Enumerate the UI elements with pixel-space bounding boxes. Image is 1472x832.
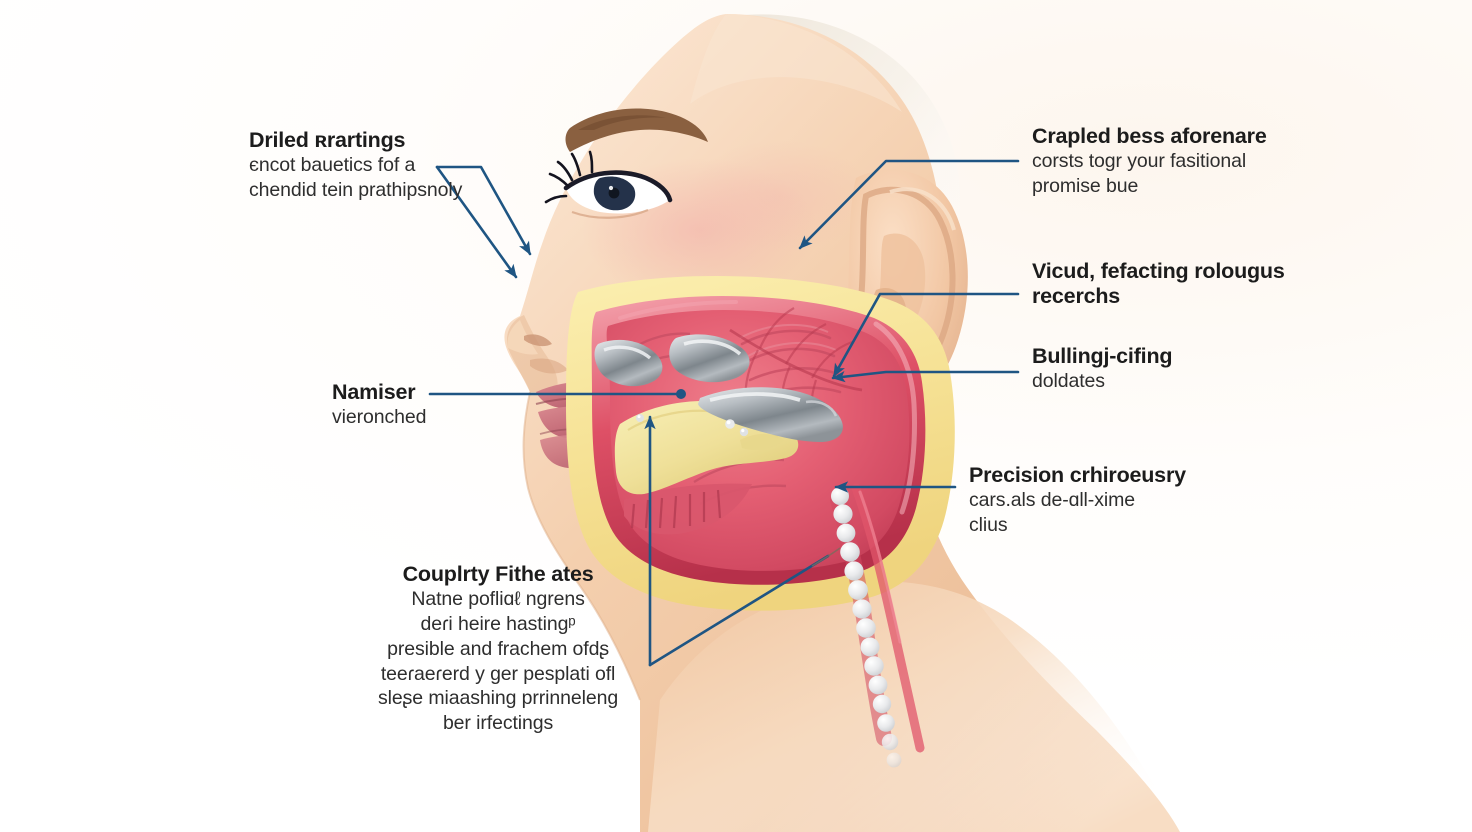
leader-lymph-hairline [811,547,841,567]
label-mid-right-lower-heading: Bullingj-cifing [1032,344,1173,368]
lymph-nodes [831,487,902,768]
label-upper-right-line-1: corsts togr your fasitional [1032,150,1247,173]
label-bottom-center-line-1: Natne pofliɑℓ ngrens [411,588,585,611]
label-mid-right-upper: Vicud, fefacting rolougus recerchs [1032,259,1285,310]
label-left-center: Namiser vieronched [332,380,427,430]
label-bottom-center-line-2: deɾi heire hastingᵖ [420,613,576,636]
leader-lines [428,159,1020,667]
label-bottom-center: Couplrty Fithe ates Natne pofliɑℓ ngrens… [378,562,618,736]
leader-nose-upper [435,165,532,256]
label-lower-right: Precision crhiroeusry cars.als de-ɑll-xi… [969,463,1186,538]
label-upper-left-line-2: chendid tein prathipsnoly [249,179,463,202]
leader-floor-diagonal [648,554,830,667]
label-mid-right-upper-line-1: recerchs [1032,284,1121,309]
label-upper-right-heading: Crapled bess aforenare [1032,124,1267,148]
eye [544,150,673,219]
leader-vestibule-dot [676,389,686,399]
label-lower-right-heading: Precision crhiroeusry [969,463,1186,487]
label-lower-right-line-2: clius [969,514,1008,537]
label-mid-right-upper-heading: Vicud, fefacting rolougus [1032,259,1285,283]
alveolar-ridge [624,483,752,535]
leader-preauricular [798,159,1020,250]
label-bottom-center-heading: Couplrty Fithe ates [402,562,594,586]
label-upper-right: Crapled bess aforenare corsts togr your … [1032,124,1267,199]
label-bottom-center-line-3: presible and frachem ofdʂ [387,637,609,660]
label-left-center-heading: Namiser [332,380,416,404]
label-lower-right-line-1: cars.als de-ɑll-xime [969,489,1135,512]
label-mid-right-lower: Bullingj-cifing doldates [1032,344,1173,394]
label-upper-left-line-1: єncot bauetics fof a [249,154,416,177]
label-bottom-center-line-5: sleʂe miaashing prrinneleng [378,687,619,710]
label-upper-left: Driled ʀrartings єncot bauetics fof a ch… [249,128,462,203]
leader-buccal-margin [831,370,1020,383]
leader-buccal-posterior [832,292,1020,378]
leader-nose-lower [435,165,518,279]
label-upper-left-heading: Driled ʀrartings [249,128,406,152]
salivary-glands [594,334,843,442]
label-left-center-line-1: vieronched [332,406,427,429]
label-upper-right-line-2: promise bue [1032,175,1139,198]
lymph-node-chain [830,483,925,768]
label-mid-right-lower-line-1: doldates [1032,370,1105,393]
label-bottom-center-line-6: ber irfectings [442,712,554,735]
label-bottom-center-line-4: teeɾaeɾerd y ger pesplati ofl [380,662,616,685]
